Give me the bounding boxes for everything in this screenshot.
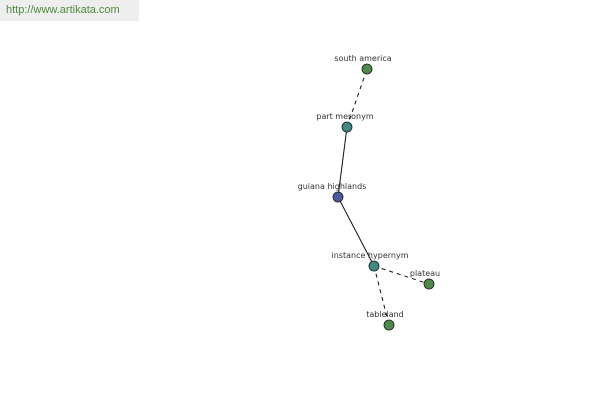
edge-part-meronym-to-south-america [346, 68, 368, 128]
edge-instance-hypernym-to-plateau [373, 265, 430, 285]
node-label-tableland: tableland [366, 310, 404, 319]
node-part-meronym[interactable]: part meronym [316, 112, 374, 133]
node-circle-instance-hypernym[interactable] [368, 260, 380, 272]
node-label-part-meronym: part meronym [316, 112, 373, 121]
node-tableland[interactable]: tableland [366, 310, 404, 331]
node-label-plateau: plateau [410, 269, 440, 278]
source-banner: http://www.artikata.com [0, 0, 139, 21]
node-circle-guiana-highlands[interactable] [332, 191, 344, 203]
edge-guiana-highlands-to-instance-hypernym [337, 196, 375, 267]
node-label-south-america: south america [334, 54, 391, 63]
node-plateau[interactable]: plateau [410, 269, 440, 290]
node-circle-south-america[interactable] [361, 63, 373, 75]
node-instance-hypernym[interactable]: instance hypernym [332, 251, 409, 272]
node-label-instance-hypernym: instance hypernym [332, 251, 409, 260]
node-circle-part-meronym[interactable] [341, 121, 353, 133]
node-label-guiana-highlands: guiana highlands [298, 182, 367, 191]
edge-instance-hypernym-to-tableland [373, 265, 390, 326]
edge-guiana-highlands-to-part-meronym [337, 126, 348, 198]
node-guiana-highlands[interactable]: guiana highlands [298, 182, 367, 203]
source-link[interactable]: http://www.artikata.com [6, 4, 120, 16]
node-circle-tableland[interactable] [383, 319, 395, 331]
node-circle-plateau[interactable] [423, 278, 435, 290]
node-south-america[interactable]: south america [334, 54, 392, 75]
